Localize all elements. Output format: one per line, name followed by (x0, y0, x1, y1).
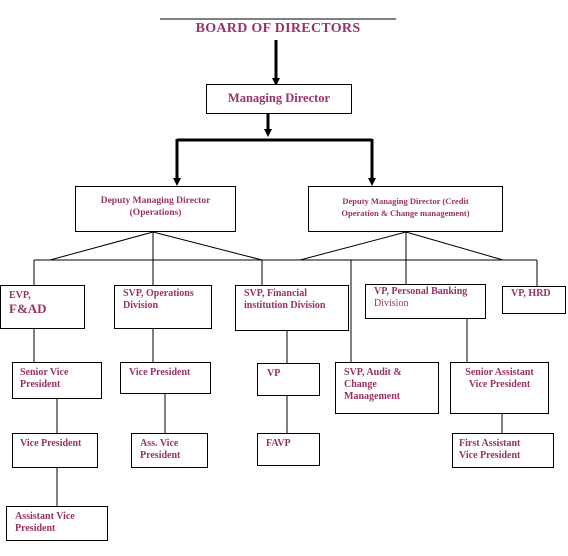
svp-financial-box: SVP, Financial institution Division (235, 285, 349, 331)
column-connectors (33, 318, 503, 506)
vp-financial-label: VP (267, 368, 281, 379)
favp-box: FAVP (257, 433, 320, 466)
vp-personal-banking-division: Division (374, 298, 409, 309)
senior-avp-box: Senior Assistant Vice President (450, 362, 549, 414)
assistant-vp-label: Assistant Vice President (15, 511, 75, 534)
svp-financial-label: SVP, Financial institution Division (244, 288, 326, 311)
svp-operations-box: SVP, Operations Division (114, 285, 212, 329)
evp-fad-box: EVP, F&AD (0, 285, 85, 329)
dmd-operations-label: Deputy Managing Director (Operations) (100, 196, 211, 218)
vp-financial-box: VP (257, 363, 320, 396)
svp-operations-label: SVP, Operations Division (123, 288, 194, 311)
vp-operations-label: Vice President (129, 367, 191, 378)
first-avp-label: First Assistant Vice President (459, 438, 521, 461)
assistant-vp-box: Assistant Vice President (6, 506, 108, 541)
senior-vp-box: Senior Vice President (12, 362, 102, 399)
vp-personal-banking-label: VP, Personal Banking (374, 286, 468, 297)
favp-label: FAVP (266, 438, 291, 449)
svp-audit-label: SVP, Audit & Change Management (344, 367, 402, 402)
dmd-ops-fan (49, 231, 263, 261)
vp-operations-box: Vice President (120, 362, 211, 394)
vp-fad-label: Vice President (20, 438, 82, 449)
evp-fad-label-line1: EVP, (9, 290, 31, 301)
vp-personal-banking-box: VP, Personal Banking Division (365, 284, 486, 319)
dmd-credit-fan (299, 231, 504, 261)
dmd-credit-label: Deputy Managing Director (Credit Operati… (341, 196, 470, 218)
dmd-credit-box: Deputy Managing Director (Credit Operati… (308, 186, 503, 232)
senior-vp-label: Senior Vice President (20, 367, 69, 390)
avp-operations-label: Ass. Vice President (140, 438, 181, 461)
vp-fad-box: Vice President (12, 433, 98, 468)
level-drops (33, 260, 538, 362)
vp-hrd-box: VP, HRD (502, 286, 566, 314)
managing-director-box: Managing Director (206, 84, 352, 114)
svp-audit-box: SVP, Audit & Change Management (335, 362, 439, 414)
evp-fad-label-line2: F&AD (9, 301, 47, 316)
avp-operations-box: Ass. Vice President (131, 433, 208, 468)
dmd-operations-box: Deputy Managing Director (Operations) (75, 186, 236, 232)
senior-avp-label: Senior Assistant Vice President (465, 367, 534, 390)
vp-hrd-label: VP, HRD (511, 288, 551, 299)
managing-director-label: Managing Director (227, 91, 331, 105)
first-avp-box: First Assistant Vice President (452, 433, 554, 468)
board-of-directors-title: BOARD OF DIRECTORS (195, 21, 361, 36)
